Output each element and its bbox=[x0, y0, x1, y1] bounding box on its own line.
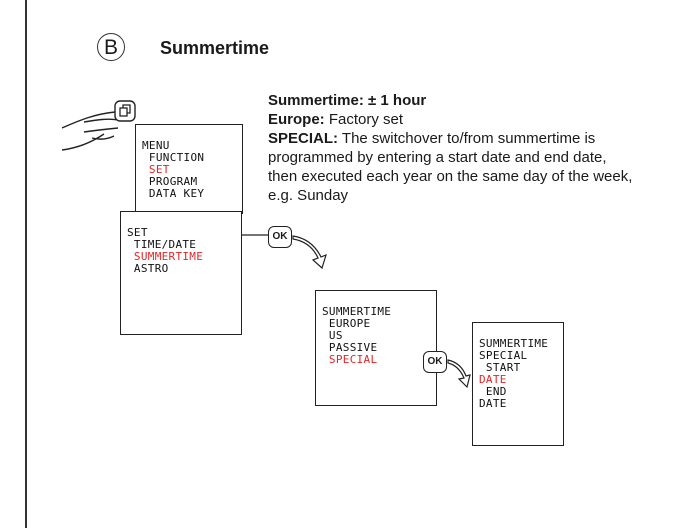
menu-item-set: SET bbox=[142, 163, 170, 176]
set-item-astro: ASTRO bbox=[127, 262, 169, 275]
special-subtitle: SPECIAL bbox=[479, 349, 528, 362]
end-label: END bbox=[479, 385, 507, 398]
lcd-menu-screen: MENU FUNCTION SET PROGRAM DATA KEY bbox=[135, 124, 243, 214]
menu-key-icon bbox=[114, 100, 136, 122]
ok-button[interactable]: OK bbox=[268, 226, 292, 248]
lcd-summertime-screen: SUMMERTIME EUROPE US PASSIVE SPECIAL bbox=[315, 290, 437, 406]
option-special: SPECIAL bbox=[322, 353, 378, 366]
curved-arrow-icon bbox=[292, 235, 327, 270]
desc-line-5: then executed each year on the same day … bbox=[268, 168, 633, 185]
page-border bbox=[25, 0, 27, 528]
start-label: START bbox=[479, 361, 521, 374]
menu-item-data-key: DATA KEY bbox=[142, 187, 205, 200]
desc-line-2: Europe: Factory set bbox=[268, 111, 404, 128]
ok-button[interactable]: OK bbox=[423, 351, 447, 373]
desc-line-4: programmed by entering a start date and … bbox=[268, 149, 607, 166]
set-line: SET bbox=[127, 226, 148, 239]
desc-line-6: e.g. Sunday bbox=[268, 187, 349, 204]
summertime-line: SUMMERTIME bbox=[322, 305, 392, 318]
pointing-hand-icon bbox=[61, 111, 119, 151]
section-title: Summertime bbox=[160, 38, 270, 58]
option-europe: EUROPE bbox=[322, 317, 371, 330]
lcd-set-screen: SET TIME/DATE SUMMERTIME ASTRO bbox=[120, 211, 242, 335]
curved-arrow-icon bbox=[447, 359, 471, 389]
set-item-time-date: TIME/DATE bbox=[127, 238, 197, 251]
description-clip: Summertime: ± 1 hour Europe: Factory set… bbox=[268, 0, 683, 528]
menu-line: MENU bbox=[142, 139, 170, 152]
set-item-summertime: SUMMERTIME bbox=[127, 250, 204, 263]
description: Summertime: ± 1 hour Europe: Factory set… bbox=[268, 91, 632, 205]
start-date-label: DATE bbox=[479, 373, 507, 386]
option-us: US bbox=[322, 329, 343, 342]
option-passive: PASSIVE bbox=[322, 341, 378, 354]
desc-line-3: SPECIAL: The switchover to/from summerti… bbox=[268, 130, 596, 147]
end-date-label: DATE bbox=[479, 397, 507, 410]
special-title: SUMMERTIME bbox=[479, 337, 549, 350]
menu-item-function: FUNCTION bbox=[142, 151, 205, 164]
section-badge: B bbox=[97, 33, 125, 61]
desc-line-1: Summertime: ± 1 hour bbox=[268, 92, 427, 109]
menu-item-program: PROGRAM bbox=[142, 175, 198, 188]
